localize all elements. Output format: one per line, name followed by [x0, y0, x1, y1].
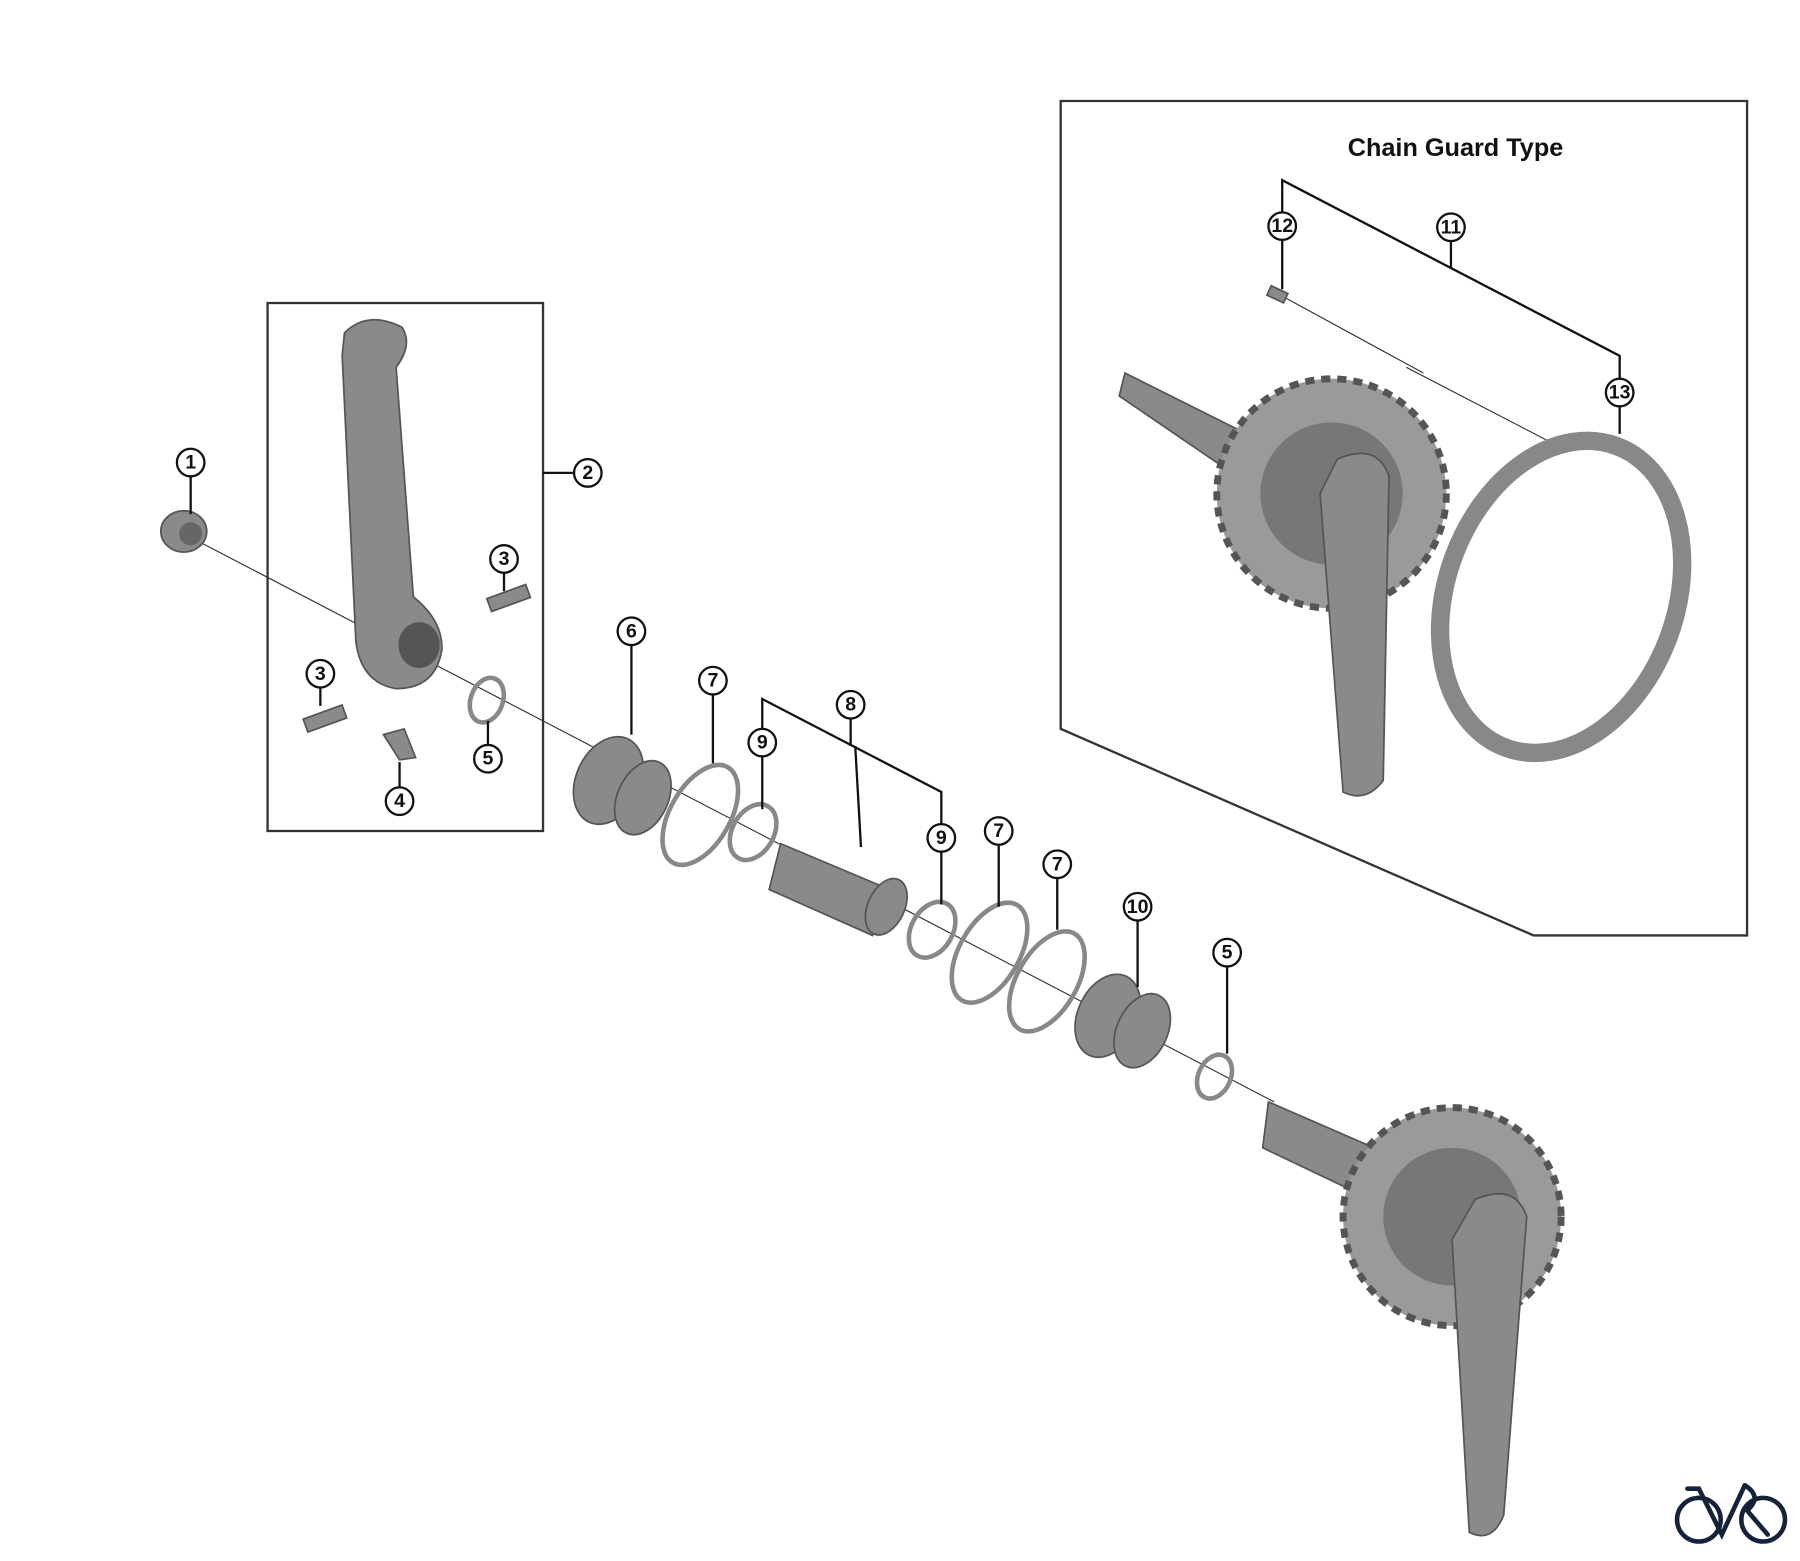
- callout-13: 13: [1604, 377, 1635, 408]
- svg-text:7: 7: [707, 670, 718, 692]
- callout-7-b: 7: [983, 816, 1014, 846]
- callout-3-lower: 3: [305, 658, 336, 689]
- svg-text:11: 11: [1441, 216, 1462, 238]
- guard-axis: [1405, 366, 1562, 449]
- svg-text:7: 7: [993, 820, 1004, 842]
- svg-text:6: 6: [626, 620, 637, 642]
- callout-4: 4: [384, 786, 415, 817]
- svg-text:3: 3: [499, 548, 510, 570]
- bolt-axis: [1281, 295, 1424, 374]
- bb-cup-left: [1074, 973, 1172, 1069]
- leader-lines: [189, 178, 1621, 1054]
- svg-text:9: 9: [757, 732, 768, 754]
- spacer-ring: [467, 675, 507, 725]
- svg-text:9: 9: [936, 827, 947, 849]
- callout-3-upper: 3: [489, 544, 519, 574]
- spacer-ring: [1194, 1052, 1235, 1101]
- callout-1: 1: [175, 447, 206, 478]
- svg-text:5: 5: [483, 748, 494, 770]
- svg-text:13: 13: [1609, 382, 1631, 404]
- crank-arm-group-box: [266, 301, 545, 833]
- chain-guard-bolt: [1265, 284, 1290, 305]
- bb-spacer-ring: [660, 762, 741, 868]
- pinch-bolt-upper: [485, 583, 532, 613]
- callout-5-right: 5: [1212, 937, 1243, 968]
- right-crank-assembly: [1261, 1100, 1565, 1537]
- crank-cap: [159, 509, 208, 553]
- callout-9-left: 9: [747, 727, 778, 758]
- callout-6: 6: [616, 616, 647, 647]
- pinch-bolt-lower: [302, 703, 348, 734]
- svg-text:1: 1: [185, 452, 196, 474]
- bb-spacer-ring: [1006, 929, 1087, 1034]
- callout-2: 2: [572, 457, 603, 488]
- callout-7-c: 7: [1042, 849, 1073, 880]
- callout-7-a: 7: [697, 665, 728, 696]
- svg-text:5: 5: [1222, 942, 1233, 964]
- chain-guard: [1430, 431, 1692, 763]
- inner-cover: [768, 842, 908, 937]
- svg-text:2: 2: [582, 462, 593, 484]
- svg-text:10: 10: [1127, 896, 1149, 918]
- inset-title: Chain Guard Type: [1348, 134, 1564, 162]
- left-crank-arm: [341, 318, 443, 690]
- callout-10: 10: [1122, 891, 1153, 922]
- svg-text:8: 8: [845, 694, 856, 716]
- safety-plate: [382, 727, 417, 761]
- svg-text:7: 7: [1052, 853, 1063, 875]
- bb-spacer-ring: [949, 900, 1030, 1005]
- inset-crank-assembly: [1118, 371, 1450, 797]
- callout-11: 11: [1436, 212, 1466, 243]
- callout-8: 8: [835, 689, 866, 720]
- bicycle-logo-icon: [1674, 1482, 1788, 1544]
- callout-5-left: 5: [473, 743, 503, 774]
- bb-cup-right: [572, 735, 672, 836]
- svg-text:12: 12: [1271, 215, 1293, 237]
- svg-text:3: 3: [315, 663, 326, 685]
- o-ring: [727, 802, 779, 863]
- svg-text:4: 4: [394, 790, 405, 812]
- o-ring: [906, 899, 958, 960]
- callout-9-right: 9: [926, 822, 957, 853]
- callout-12: 12: [1267, 211, 1298, 242]
- chain-guard-inset-box: [1059, 99, 1749, 937]
